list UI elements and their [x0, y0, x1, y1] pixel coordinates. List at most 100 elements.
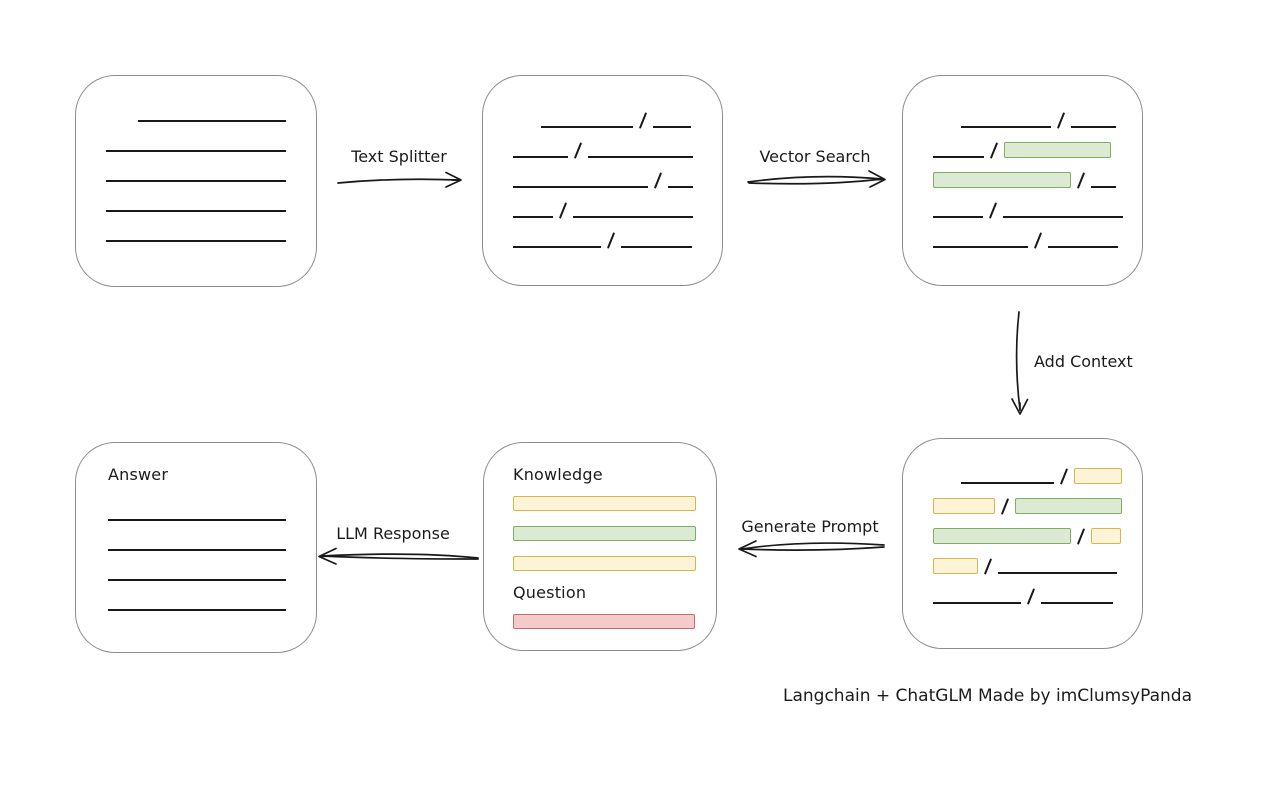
text-line: [513, 186, 648, 188]
slash-separator: [983, 558, 993, 575]
text-line: [108, 579, 286, 581]
diagram-row: [933, 128, 1142, 159]
indent-gap: [513, 127, 541, 128]
text-splitter-label: Text Splitter: [351, 147, 447, 166]
diagram-row: [933, 98, 1142, 129]
diagram-row: [933, 218, 1142, 249]
add-context-label: Add Context: [1034, 352, 1133, 371]
diagram-row: [933, 514, 1142, 545]
add-context-arrow: [1011, 311, 1029, 415]
text-line: [1091, 186, 1116, 188]
text-line: [106, 180, 286, 182]
text-line: [961, 482, 1054, 484]
generate-prompt-arrow: [738, 540, 885, 558]
diagram-row: [108, 581, 316, 611]
text-line: [998, 572, 1117, 574]
text-line: [621, 246, 692, 248]
yellow-chip: [933, 498, 995, 514]
chunk-lines: [513, 98, 722, 249]
text-line: [513, 156, 568, 158]
text-line: [933, 156, 984, 158]
text-line: [106, 210, 286, 212]
green-chip: [933, 172, 1071, 188]
text-line: [1041, 602, 1113, 604]
slash-separator: [573, 142, 583, 159]
diagram-row: [513, 128, 722, 159]
green-chip: [933, 528, 1071, 544]
text-line: [106, 240, 286, 242]
slash-separator: [1000, 498, 1010, 515]
vector-search-label: Vector Search: [759, 147, 871, 166]
text-line: [138, 120, 286, 122]
text-line: [541, 126, 633, 128]
diagram-row: [106, 152, 316, 182]
answer-box: Answer: [75, 442, 317, 653]
yellow-chip: [513, 556, 696, 571]
text-splitter-arrow: [337, 171, 462, 188]
knowledge-heading: Knowledge: [513, 465, 603, 484]
diagram-row: [513, 98, 722, 129]
slash-separator: [653, 172, 663, 189]
diagram-row: [108, 551, 316, 581]
diagram-row: [513, 188, 722, 219]
diagram-row: [108, 521, 316, 551]
text-line: [108, 549, 286, 551]
diagram-row: [933, 158, 1142, 189]
slash-separator: [1076, 528, 1086, 545]
slash-separator: [1033, 232, 1043, 249]
diagram-row: [933, 188, 1142, 219]
text-line: [513, 216, 553, 218]
text-line: [108, 519, 286, 521]
question-heading: Question: [513, 583, 587, 602]
text-line: [933, 246, 1028, 248]
yellow-chip: [1074, 468, 1122, 484]
vector-lines: [933, 98, 1142, 249]
generate-prompt-label: Generate Prompt: [741, 517, 879, 536]
green-chip: [1004, 142, 1111, 158]
context-chunks-box: [902, 438, 1143, 649]
slash-separator: [1026, 588, 1036, 605]
green-chip: [513, 526, 696, 541]
diagram-row: [513, 511, 716, 541]
diagram-row: [933, 484, 1142, 515]
text-line: [108, 609, 286, 611]
answer-lines: [108, 491, 316, 611]
llm-response-arrow: [318, 547, 479, 565]
slash-separator: [1059, 468, 1069, 485]
text-line: [513, 246, 601, 248]
indent-gap: [933, 483, 961, 484]
yellow-chip: [933, 558, 978, 574]
slash-separator: [558, 202, 568, 219]
red-chip: [513, 614, 695, 629]
slash-separator: [606, 232, 616, 249]
green-chip: [1015, 498, 1122, 514]
text-line: [961, 126, 1051, 128]
slash-separator: [1076, 172, 1086, 189]
indent-gap: [933, 127, 961, 128]
text-line: [933, 216, 983, 218]
indent-gap: [106, 121, 138, 122]
diagram-row: [513, 158, 722, 189]
diagram-row: [933, 544, 1142, 575]
slash-separator: [988, 202, 998, 219]
text-line: [1003, 216, 1123, 218]
vector-matched-chunks-box: [902, 75, 1143, 286]
text-line: [106, 150, 286, 152]
diagram-row: [106, 182, 316, 212]
context-lines: [933, 454, 1142, 605]
diagram-row: [513, 541, 716, 571]
source-document-box: [75, 75, 317, 287]
yellow-chip: [513, 496, 696, 511]
slash-separator: [638, 112, 648, 129]
diagram-row: [106, 122, 316, 152]
text-line: [588, 156, 693, 158]
diagram-row: [108, 491, 316, 521]
text-line: [668, 186, 693, 188]
text-line: [933, 602, 1021, 604]
diagram-row: [513, 218, 722, 249]
diagram-row: [933, 454, 1142, 485]
text-line: [653, 126, 691, 128]
diagram-row: [933, 574, 1142, 605]
knowledge-bars: [513, 481, 716, 571]
